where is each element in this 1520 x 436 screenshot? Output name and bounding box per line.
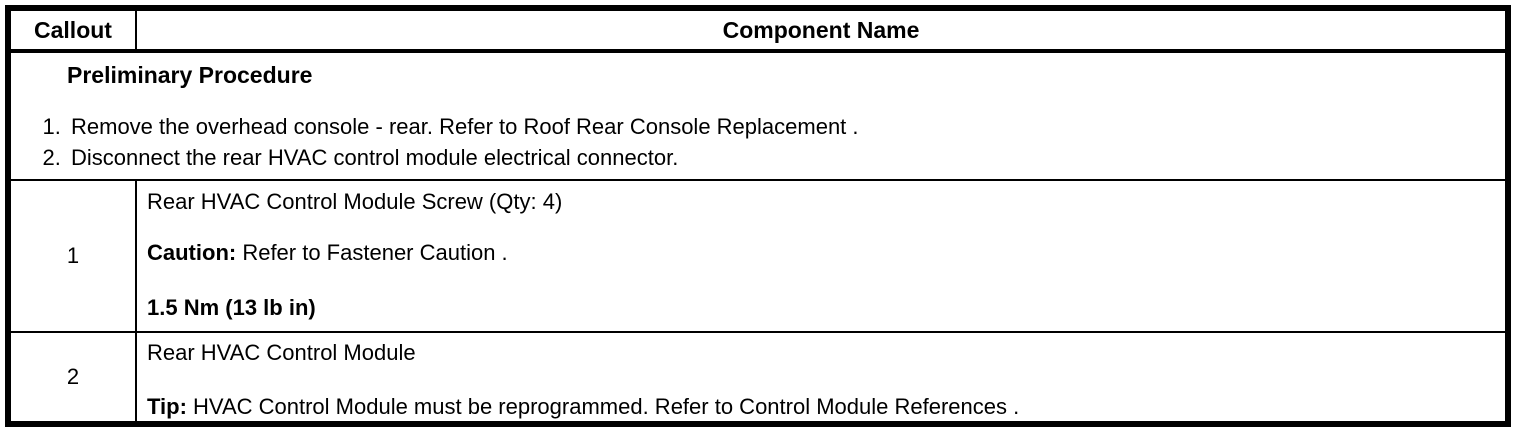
callout-table-container: Callout Component Name Preliminary Proce… <box>5 5 1511 427</box>
torque-spec-value: 1.5 Nm (13 lb in) <box>147 295 316 320</box>
component-line: Rear HVAC Control Module Screw (Qty: 4) <box>147 189 1505 214</box>
torque-spec-line: 1.5 Nm (13 lb in) <box>147 295 1505 320</box>
tip-text: HVAC Control Module must be reprogrammed… <box>186 394 1020 419</box>
component-line-text-segment: Rear HVAC Control Module Screw (Qty: 4) <box>147 189 563 214</box>
tip-line: Tip: HVAC Control Module must be reprogr… <box>147 394 1505 419</box>
preliminary-step-2: Disconnect the rear HVAC control module … <box>67 142 1505 173</box>
tip-label: Tip: <box>147 394 187 419</box>
preliminary-steps-list: Remove the overhead console - rear. Refe… <box>11 111 1505 173</box>
callout-component-table: Callout Component Name Preliminary Proce… <box>5 5 1511 427</box>
component-line: Rear HVAC Control Module <box>147 340 1505 365</box>
table-row-callout-2: 2 Rear HVAC Control Module Tip: HVAC Con… <box>8 332 1508 424</box>
callout-number-2: 2 <box>8 332 137 424</box>
component-cell-2: Rear HVAC Control Module Tip: HVAC Contr… <box>136 332 1508 424</box>
component-line-text-segment: Rear HVAC Control Module <box>147 340 416 365</box>
preliminary-procedure-title: Preliminary Procedure <box>67 62 313 88</box>
table-row-callout-1: 1 Rear HVAC Control Module Screw (Qty: 4… <box>8 180 1508 333</box>
component-cell-1: Rear HVAC Control Module Screw (Qty: 4) … <box>136 180 1508 333</box>
table-header-row: Callout Component Name <box>8 8 1508 53</box>
callout-number-1: 1 <box>8 180 137 333</box>
preliminary-step-1: Remove the overhead console - rear. Refe… <box>67 111 1505 142</box>
preliminary-procedure-cell: Preliminary Procedure Remove the overhea… <box>8 51 1508 181</box>
callout-column-header: Callout <box>8 8 137 53</box>
component-name-column-header: Component Name <box>136 8 1508 53</box>
caution-text: Refer to Fastener Caution . <box>236 240 508 265</box>
preliminary-procedure-row: Preliminary Procedure Remove the overhea… <box>8 51 1508 181</box>
caution-line: Caution: Refer to Fastener Caution . <box>147 240 1505 265</box>
caution-label: Caution: <box>147 240 237 265</box>
